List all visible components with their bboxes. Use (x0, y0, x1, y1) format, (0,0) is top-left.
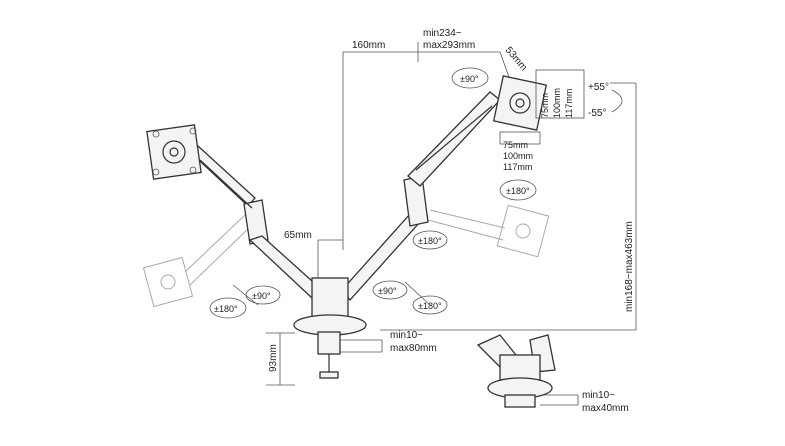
left-vesa-plate (146, 124, 202, 180)
swivel-right-arm-label: ±90° (378, 286, 397, 296)
tilt-up-label: +55° (588, 82, 609, 93)
clamp-height-label: 93mm (268, 344, 279, 372)
vesa-h75-label: 75mm (503, 140, 528, 150)
left-arm (186, 145, 324, 299)
tilt-down-label: -55° (588, 108, 606, 119)
swivel-left-arm-label: ±90° (252, 291, 271, 301)
swivel-right-lower-label: ±180° (418, 301, 442, 311)
clamp-max-label: max80mm (390, 343, 437, 354)
labels: 160mm min234~ max293mm 53mm ±90° 75mm 10… (214, 28, 635, 414)
vesa-h117-label: 117mm (503, 162, 532, 172)
rotation-arrows (209, 67, 623, 319)
grommet-min-label: min10~ (582, 390, 615, 401)
clamp-min-label: min10~ (390, 330, 423, 341)
height-range-label: min168~max463mm (624, 221, 635, 312)
vesa-v75-label: 75mm (540, 93, 550, 118)
vesa-v117-label: 117mm (564, 89, 574, 118)
grommet-inset (476, 334, 556, 408)
swivel-right-upper-label: ±180° (418, 236, 442, 246)
pole-and-base (293, 277, 367, 379)
spin-right-monitor-label: ±180° (506, 186, 530, 196)
swivel-left-monitor-label: ±180° (214, 304, 238, 314)
grommet-max-label: max40mm (582, 403, 629, 414)
ghost-plate-left (142, 214, 253, 308)
right-arm (341, 91, 501, 302)
right-vesa-plate (492, 69, 585, 145)
arm-extension-max-label: max293mm (423, 40, 475, 51)
dimension-lines (232, 42, 637, 406)
arm-extension-min-label: min234~ (423, 28, 462, 39)
arm-gap-label: 160mm (352, 40, 385, 51)
rotate-top-label: ±90° (460, 74, 479, 84)
ghost-plate-right (427, 204, 550, 258)
pole-gap-label: 65mm (284, 230, 312, 241)
vesa-offset-label: 53mm (503, 45, 529, 73)
vesa-h100-label: 100mm (503, 151, 533, 161)
vesa-v100-label: 100mm (552, 88, 562, 118)
